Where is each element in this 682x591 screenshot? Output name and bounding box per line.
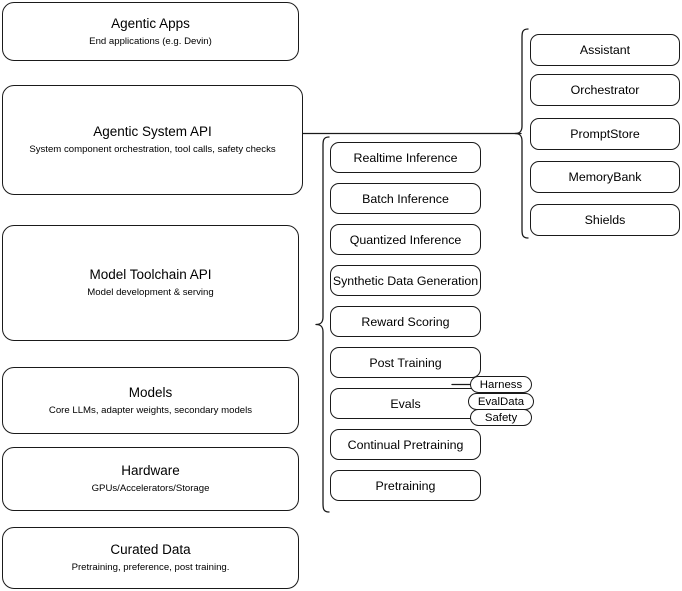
layer-title: Models — [128, 384, 173, 400]
layer-box-curated-data[interactable]: Curated Data Pretraining, preference, po… — [2, 527, 299, 589]
eval-tag-evaldata[interactable]: EvalData — [468, 393, 534, 410]
layer-title: Curated Data — [110, 542, 191, 557]
pill-label: Batch Inference — [362, 191, 449, 206]
system-item-orchestrator[interactable]: Orchestrator — [530, 74, 680, 106]
pill-label: Continual Pretraining — [347, 437, 464, 452]
system-item-promptstore[interactable]: PromptStore — [530, 118, 680, 150]
toolchain-item-continual-pretraining[interactable]: Continual Pretraining — [330, 429, 481, 460]
layer-subtitle: Model development & serving — [87, 287, 214, 298]
toolchain-components-brace — [315, 136, 330, 513]
pill-label: Post Training — [369, 355, 442, 370]
system-item-assistant[interactable]: Assistant — [530, 34, 680, 66]
layer-subtitle: GPUs/Accelerators/Storage — [91, 483, 210, 494]
eval-tag-harness[interactable]: Harness — [470, 376, 532, 393]
layer-box-agentic-system-api[interactable]: Agentic System API System component orch… — [2, 85, 303, 195]
system-components-brace — [514, 28, 529, 239]
pill-label: Realtime Inference — [353, 150, 458, 165]
tag-label: Safety — [484, 411, 518, 424]
pill-label: Synthetic Data Generation — [332, 273, 479, 288]
layer-box-agentic-apps[interactable]: Agentic Apps End applications (e.g. Devi… — [2, 2, 299, 61]
layer-title: Hardware — [121, 463, 180, 478]
eval-tag-safety[interactable]: Safety — [470, 409, 532, 426]
pill-label: Evals — [390, 396, 421, 411]
toolchain-item-synthetic-data-generation[interactable]: Synthetic Data Generation — [330, 265, 481, 296]
layer-title: Agentic System API — [93, 124, 212, 139]
layer-subtitle: System component orchestration, tool cal… — [29, 144, 276, 155]
layer-subtitle: End applications (e.g. Devin) — [89, 35, 212, 47]
toolchain-item-realtime-inference[interactable]: Realtime Inference — [330, 142, 481, 173]
pill-label: Pretraining — [375, 478, 436, 493]
layer-subtitle: Core LLMs, adapter weights, secondary mo… — [48, 404, 253, 416]
toolchain-item-quantized-inference[interactable]: Quantized Inference — [330, 224, 481, 255]
pill-label: Reward Scoring — [361, 314, 450, 329]
layer-title: Model Toolchain API — [89, 267, 212, 282]
layer-subtitle: Pretraining, preference, post training. — [71, 562, 230, 573]
pill-label: PromptStore — [570, 127, 640, 141]
pill-label: Orchestrator — [570, 83, 640, 97]
toolchain-item-evals[interactable]: Evals — [330, 388, 481, 419]
pill-label: Shields — [584, 213, 626, 227]
toolchain-item-post-training[interactable]: Post Training — [330, 347, 481, 378]
pill-label: Quantized Inference — [349, 232, 462, 247]
layer-title: Agentic Apps — [111, 15, 190, 31]
layer-box-hardware[interactable]: Hardware GPUs/Accelerators/Storage — [2, 447, 299, 511]
tag-label: Harness — [479, 378, 523, 391]
toolchain-item-reward-scoring[interactable]: Reward Scoring — [330, 306, 481, 337]
tag-label: EvalData — [477, 395, 525, 408]
toolchain-item-batch-inference[interactable]: Batch Inference — [330, 183, 481, 214]
layer-box-model-toolchain-api[interactable]: Model Toolchain API Model development & … — [2, 225, 299, 341]
pill-label: MemoryBank — [568, 170, 642, 184]
system-item-shields[interactable]: Shields — [530, 204, 680, 236]
pill-label: Assistant — [579, 43, 631, 57]
layer-box-models[interactable]: Models Core LLMs, adapter weights, secon… — [2, 367, 299, 434]
system-item-memorybank[interactable]: MemoryBank — [530, 161, 680, 193]
toolchain-item-pretraining[interactable]: Pretraining — [330, 470, 481, 501]
